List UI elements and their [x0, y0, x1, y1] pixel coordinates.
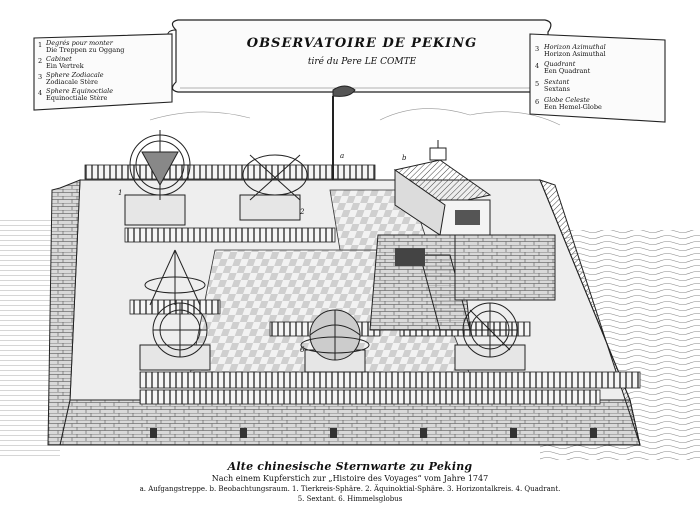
svg-text:1: 1 [118, 189, 122, 197]
right-key-fr-4: Quadrant [544, 60, 576, 68]
equinoctial-sphere-instrument [239, 154, 308, 221]
left-key-scroll [33, 33, 173, 111]
left-key-fr-4: Sphere Equinoctiale [46, 87, 113, 95]
caption-legend-line-2: 5. Sextant. 6. Himmelsglobus [297, 495, 403, 503]
left-key-num-1: 1 [38, 41, 42, 49]
left-key-num-2: 2 [38, 57, 42, 65]
banner-subtitle: tiré du Pere LE COMTE [308, 56, 417, 67]
right-key-fr-5: Sextant [544, 78, 570, 86]
right-key-de-4: Een Quadrant [544, 67, 591, 75]
right-key-num-6: 6 [535, 98, 539, 106]
left-key-de-3: Zodiacale Stère [46, 78, 98, 86]
right-key-scroll [529, 33, 666, 123]
observation-hall [393, 140, 492, 236]
left-key-num-3: 3 [38, 73, 42, 81]
right-key-de-6: Een Hemel-Globe [544, 103, 602, 111]
left-key-fr-1: Degrés pour monter [45, 39, 114, 47]
right-key-num-4: 4 [535, 62, 539, 70]
left-key-fr-2: Cabinet [46, 55, 72, 63]
right-key-de-3: Horizon Asimuthal [544, 50, 606, 58]
caption-legend-line-1: a. Aufgangstreppe. b. Beobachtungsraum. … [139, 485, 561, 493]
horizontal-circle-instrument [144, 249, 206, 306]
clouds [149, 108, 561, 126]
sextant-instrument [454, 302, 526, 371]
celestial-globe-instrument [300, 309, 370, 373]
caption-source: Nach einem Kupferstich zur „Histoire des… [211, 474, 489, 483]
flag-pole [332, 85, 356, 180]
left-key-de-1: Die Treppen zu Oggang [46, 46, 124, 54]
instrument-numbers: 1 2 6 a b [118, 152, 407, 354]
left-key-fr-3: Sphere Zodiacale [46, 71, 104, 79]
left-key-num-4: 4 [38, 89, 42, 97]
banner-title: OBSERVATOIRE DE PEKING [247, 36, 477, 51]
svg-text:b: b [402, 154, 407, 162]
right-key-de-5: Sextans [544, 85, 570, 93]
right-key-entries: 3 Horizon Azimuthal Horizon Asimuthal 4 … [535, 43, 606, 111]
right-key-num-3: 3 [535, 45, 539, 53]
right-key-fr-3: Horizon Azimuthal [543, 43, 606, 51]
stair-tower [369, 234, 556, 331]
right-key-num-5: 5 [535, 80, 539, 88]
title-banner [166, 19, 558, 93]
caption-title: Alte chinesische Sternwarte zu Peking [227, 460, 473, 473]
svg-text:a: a [340, 152, 344, 160]
svg-text:2: 2 [299, 208, 305, 216]
left-key-de-4: Equinoctiale Stère [46, 94, 107, 102]
svg-text:6: 6 [300, 346, 305, 354]
quadrant-instrument [139, 302, 211, 371]
left-key-de-2: Ein Vertrek [46, 62, 84, 70]
zodiacal-sphere-instrument [124, 130, 191, 226]
left-key-entries: 1 Degrés pour monter Die Treppen zu Ogga… [38, 39, 124, 102]
fences [84, 164, 641, 405]
right-key-fr-6: Globe Celeste [544, 96, 590, 104]
